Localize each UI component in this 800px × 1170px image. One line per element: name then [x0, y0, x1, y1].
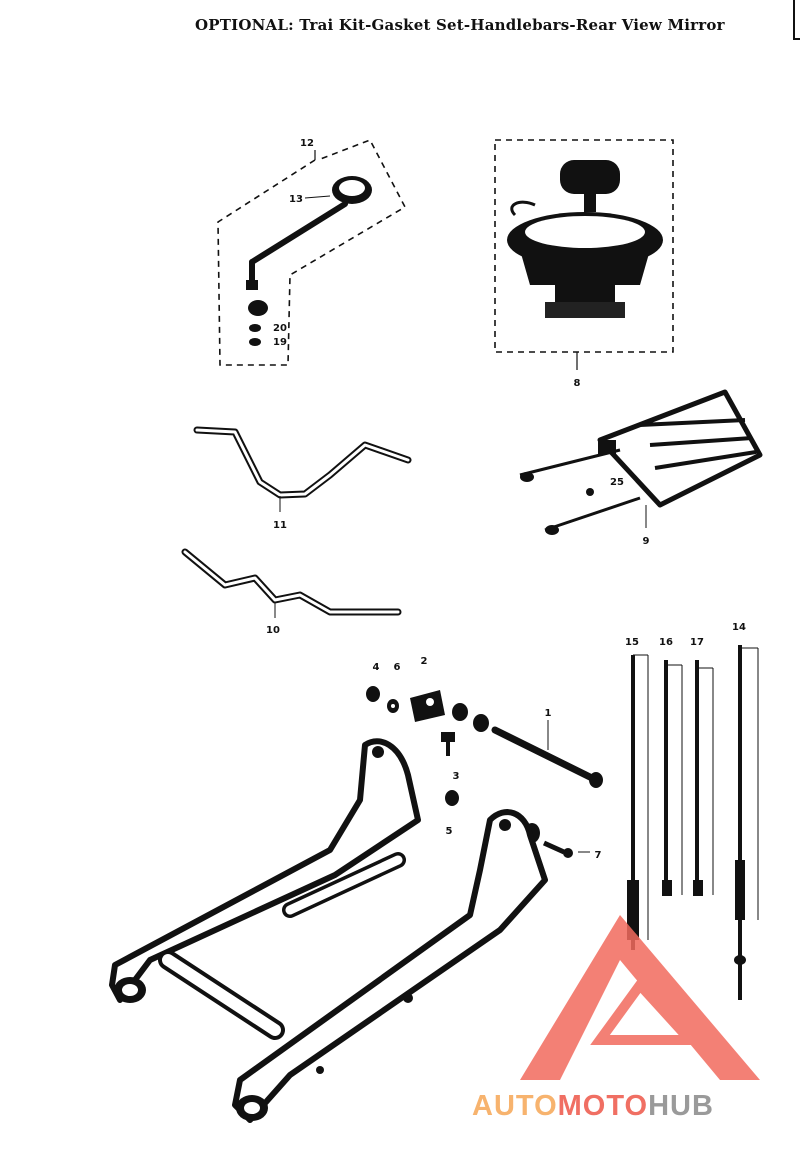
luggage-carrier: 25 9 — [519, 389, 763, 547]
callout-14: 14 — [732, 622, 746, 633]
watermark-text: AUTOMOTOHUB — [472, 1090, 714, 1123]
callout-17: 17 — [690, 637, 704, 648]
mirror-group: 12 13 20 19 — [217, 138, 407, 366]
callout-4: 4 — [373, 662, 380, 673]
callout-12: 12 — [300, 138, 314, 149]
handlebar-low: 10 — [181, 548, 402, 636]
callout-11: 11 — [273, 520, 287, 531]
control-cables: 15 16 17 14 — [625, 622, 759, 1000]
callout-10: 10 — [266, 625, 280, 636]
tank-bag-group: 8 — [494, 139, 674, 389]
callout-13: 13 — [289, 194, 303, 205]
callout-6: 6 — [394, 662, 401, 673]
tank-bag — [507, 160, 663, 318]
swing-arm — [109, 738, 548, 1123]
callout-7: 7 — [595, 850, 602, 861]
callout-25: 25 — [610, 477, 624, 488]
page-edge-mark — [793, 0, 800, 40]
callout-2: 2 — [421, 656, 428, 667]
callout-5: 5 — [446, 826, 453, 837]
tank-bag-dashed-outline — [494, 139, 674, 353]
mirror-group-dashed-outline — [217, 138, 407, 366]
callout-15: 15 — [625, 637, 639, 648]
watermark-auto: AUTO — [472, 1090, 558, 1122]
watermark-moto: MOTO — [557, 1090, 649, 1122]
watermark-hub: HUB — [648, 1090, 714, 1122]
pivot-hardware: 4 6 2 1 3 5 7 — [366, 656, 603, 861]
diagram-title: OPTIONAL: Trai Kit-Gasket Set-Handlebars… — [195, 16, 725, 34]
mirror-nut-washer — [248, 300, 268, 346]
mirror-head — [246, 176, 372, 290]
callout-1: 1 — [545, 708, 552, 719]
callout-19: 19 — [273, 337, 287, 348]
callout-3: 3 — [453, 771, 460, 782]
automotohub-logo-icon — [520, 915, 760, 1080]
callout-16: 16 — [659, 637, 673, 648]
callout-20: 20 — [273, 323, 287, 334]
handlebar-high: 11 — [193, 426, 412, 531]
callout-9: 9 — [643, 536, 650, 547]
callout-8: 8 — [574, 378, 581, 389]
